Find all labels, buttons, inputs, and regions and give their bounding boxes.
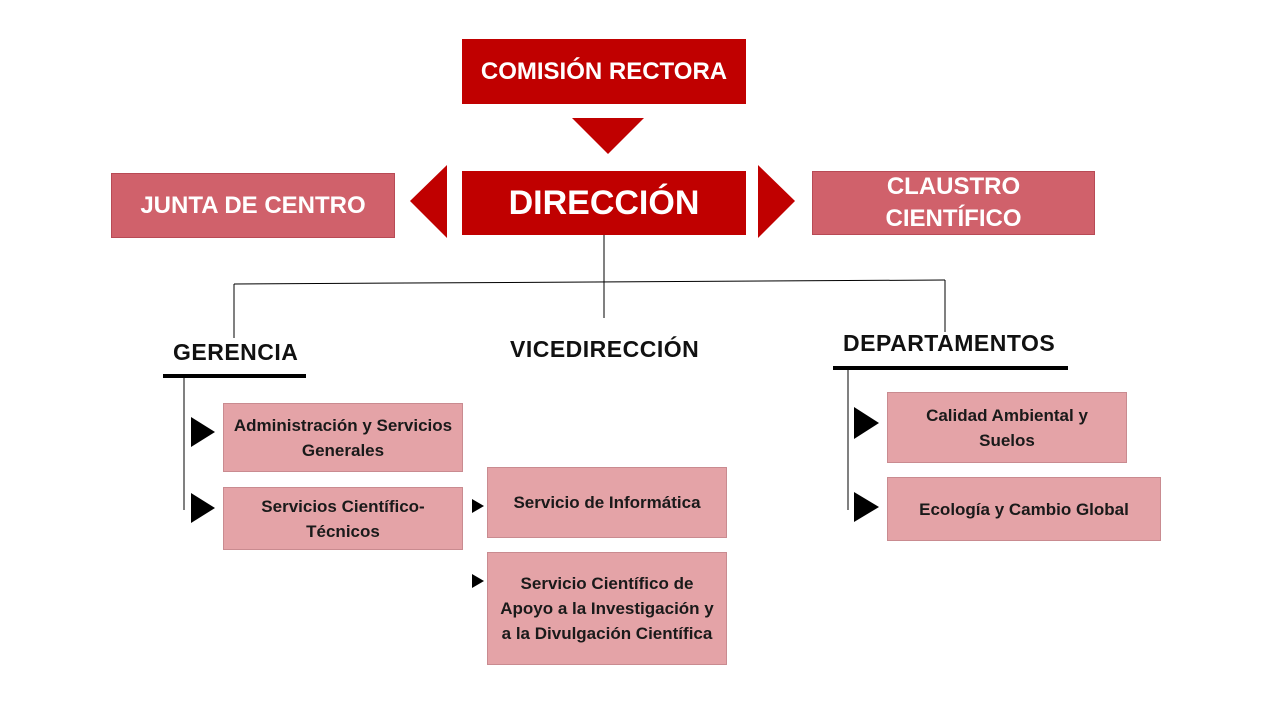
servicio-item-label: Servicio Científico de Apoyo a la Invest… <box>500 574 714 643</box>
claustro-cientifico-label: CLAUSTRO CIENTÍFICO <box>885 173 1022 232</box>
departamento-item-label: Calidad Ambiental y Suelos <box>926 405 1088 450</box>
direccion-label: DIRECCIÓN <box>508 183 700 222</box>
direccion-box: DIRECCIÓN <box>462 171 746 235</box>
servicio-informatica-box: Servicio de Informática <box>487 467 727 538</box>
connector-line <box>233 279 946 285</box>
bullet-arrow-icon <box>472 499 484 513</box>
right-arrow-icon <box>758 165 795 238</box>
gerencia-item-servicios-cientifico-tecnicos: Servicios Científico-Técnicos <box>223 487 463 550</box>
gerencia-heading: GERENCIA <box>173 339 299 365</box>
departamento-item-label: Ecología y Cambio Global <box>919 499 1129 519</box>
vicedireccion-heading: VICEDIRECCIÓN <box>510 336 700 362</box>
bullet-arrow-icon <box>472 574 484 588</box>
bullet-arrow-icon <box>191 493 215 523</box>
departamentos-heading: DEPARTAMENTOS <box>843 330 1056 356</box>
departamentos-underline <box>833 366 1068 370</box>
gerencia-item-label: Servicios Científico-Técnicos <box>261 496 425 541</box>
departamento-ecologia-box: Ecología y Cambio Global <box>887 477 1161 541</box>
left-arrow-icon <box>410 165 447 238</box>
bullet-arrow-icon <box>854 407 879 439</box>
gerencia-item-administracion: Administración y Servicios Generales <box>223 403 463 472</box>
comision-rectora-box: COMISIÓN RECTORA <box>462 39 746 104</box>
junta-de-centro-label: JUNTA DE CENTRO <box>140 191 366 219</box>
down-arrow-icon <box>572 118 644 154</box>
gerencia-underline <box>163 374 306 378</box>
comision-rectora-label: COMISIÓN RECTORA <box>480 57 728 85</box>
claustro-cientifico-box: CLAUSTRO CIENTÍFICO <box>812 171 1095 235</box>
servicio-apoyo-investigacion-box: Servicio Científico de Apoyo a la Invest… <box>487 552 727 665</box>
gerencia-item-label: Administración y Servicios Generales <box>233 415 453 460</box>
departamento-calidad-ambiental-box: Calidad Ambiental y Suelos <box>887 392 1127 463</box>
junta-de-centro-box: JUNTA DE CENTRO <box>111 173 395 238</box>
servicio-item-label: Servicio de Informática <box>513 493 701 512</box>
bullet-arrow-icon <box>854 492 879 522</box>
bullet-arrow-icon <box>191 417 215 447</box>
